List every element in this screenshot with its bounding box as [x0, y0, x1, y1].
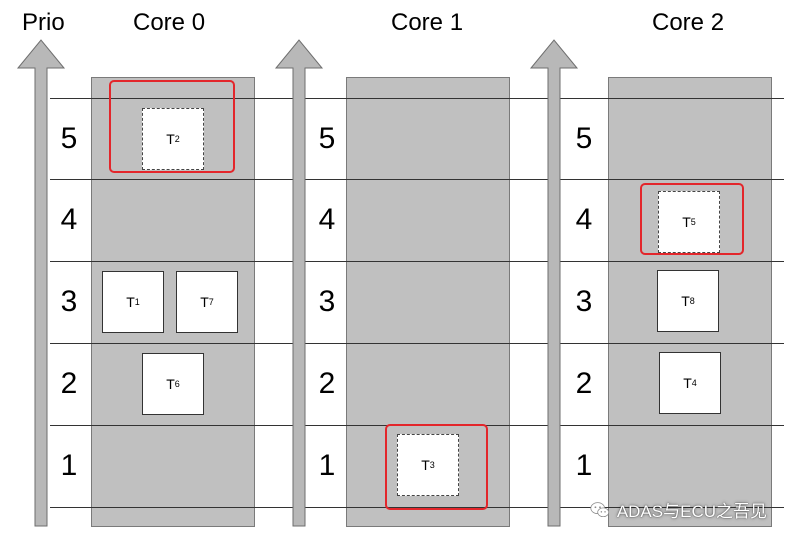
task-t5-letter: T	[682, 214, 691, 230]
row-divider	[50, 507, 784, 508]
prio-level-2-core2: 2	[575, 367, 593, 400]
prio-level-4-core2: 4	[575, 203, 593, 236]
wechat-icon	[590, 501, 609, 517]
prio-level-3-core0: 3	[60, 285, 78, 318]
task-t2-highlight	[109, 80, 235, 173]
prio-level-1-core2: 1	[575, 449, 593, 482]
prio-axis-label: Prio	[22, 9, 65, 36]
watermark-text: ADAS与ECU之吾见	[616, 502, 767, 521]
prio-level-1-core1: 1	[318, 449, 336, 482]
prio-level-5-core1: 5	[318, 122, 336, 155]
task-t5-highlight	[640, 183, 744, 255]
prio-level-4-core0: 4	[60, 203, 78, 236]
row-divider	[50, 98, 784, 99]
prio-level-2-core1: 2	[318, 367, 336, 400]
task-t1-letter: T	[126, 294, 135, 310]
task-t2-letter: T	[166, 131, 175, 147]
core-2-panel	[608, 77, 772, 527]
priority-axis-arrow-1	[274, 39, 324, 527]
task-t7-letter: T	[200, 294, 209, 310]
prio-level-2-core0: 2	[60, 367, 78, 400]
task-t3-highlight	[385, 424, 488, 510]
prio-level-5-core0: 5	[60, 122, 78, 155]
prio-level-5-core2: 5	[575, 122, 593, 155]
task-t4-letter: T	[683, 375, 692, 391]
prio-level-4-core1: 4	[318, 203, 336, 236]
task-t3-letter: T	[421, 457, 430, 473]
prio-level-3-core1: 3	[318, 285, 336, 318]
core-0-label: Core 0	[133, 9, 206, 36]
row-divider	[50, 179, 784, 180]
priority-axis-arrow-2	[529, 39, 579, 527]
prio-level-3-core2: 3	[575, 285, 593, 318]
row-divider	[50, 261, 784, 262]
priority-axis-arrow-0	[16, 39, 66, 527]
task-t6-letter: T	[166, 376, 175, 392]
prio-level-1-core0: 1	[60, 449, 78, 482]
watermark: ADAS与ECU之吾见	[589, 497, 767, 522]
core-2-label: Core 2	[652, 9, 725, 36]
task-t8-letter: T	[681, 293, 690, 309]
row-divider	[50, 343, 784, 344]
core-1-label: Core 1	[391, 9, 464, 36]
